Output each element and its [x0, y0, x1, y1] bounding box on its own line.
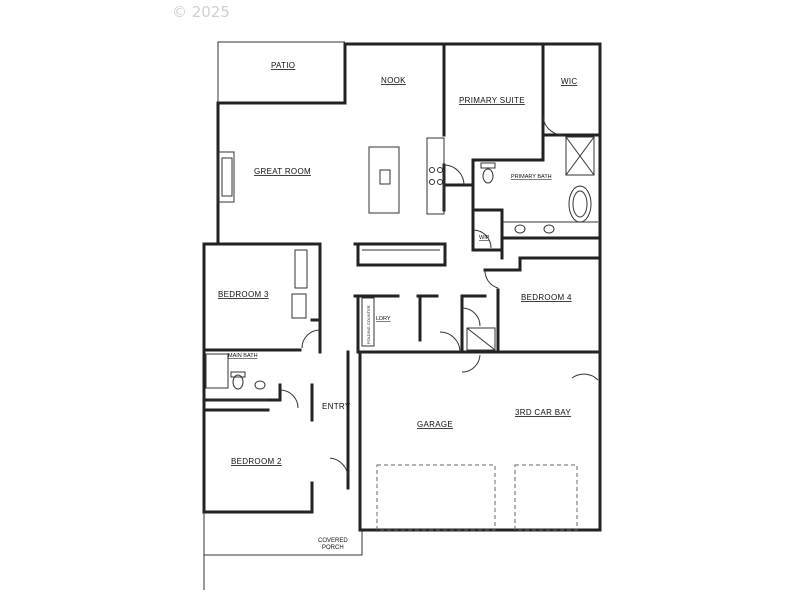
label-3rd-car-bay: 3RD CAR BAY — [515, 408, 571, 417]
kitchen-island — [368, 146, 400, 214]
interior-walls — [202, 42, 602, 412]
label-patio: PATIO — [271, 61, 295, 70]
label-main-bath: MAIN BATH — [228, 353, 258, 359]
outer-walls — [202, 41, 602, 590]
label-ldry: LDRY — [376, 316, 391, 322]
sink-icon — [254, 380, 266, 390]
label-covered: COVERED — [318, 538, 348, 544]
garage-door — [376, 464, 496, 531]
sink-icon — [514, 224, 526, 234]
label-entry: ENTRY — [322, 402, 351, 411]
label-wic: WIC — [561, 77, 577, 86]
label-bedroom-3: BEDROOM 3 — [218, 290, 269, 299]
sink-icon — [379, 169, 391, 185]
toilet-icon — [482, 168, 494, 184]
label-primary-bath: PRIMARY BATH — [511, 174, 552, 180]
label-porch: PORCH — [322, 545, 344, 551]
label-primary-suite: PRIMARY SUITE — [459, 96, 525, 105]
fireplace — [217, 151, 235, 203]
kitchen-counter — [426, 137, 445, 215]
toilet-icon — [232, 374, 244, 390]
garage-door — [514, 464, 578, 531]
sink-icon — [543, 224, 555, 234]
label-great-room: GREAT ROOM — [254, 167, 311, 176]
label-folding-counter: FOLDING COUNTER — [366, 305, 371, 344]
copyright-watermark: © 2025 — [172, 3, 230, 21]
label-bedroom-2: BEDROOM 2 — [231, 457, 282, 466]
label-nook: NOOK — [381, 76, 406, 85]
label-wip: WIP — [479, 235, 490, 241]
room-labels: PATIO NOOK PRIMARY SUITE WIC GREAT ROOM … — [218, 61, 577, 551]
fixtures — [217, 114, 599, 531]
bathtub-icon — [568, 185, 592, 223]
label-garage: GARAGE — [417, 420, 453, 429]
label-bedroom-4: BEDROOM 4 — [521, 293, 572, 302]
